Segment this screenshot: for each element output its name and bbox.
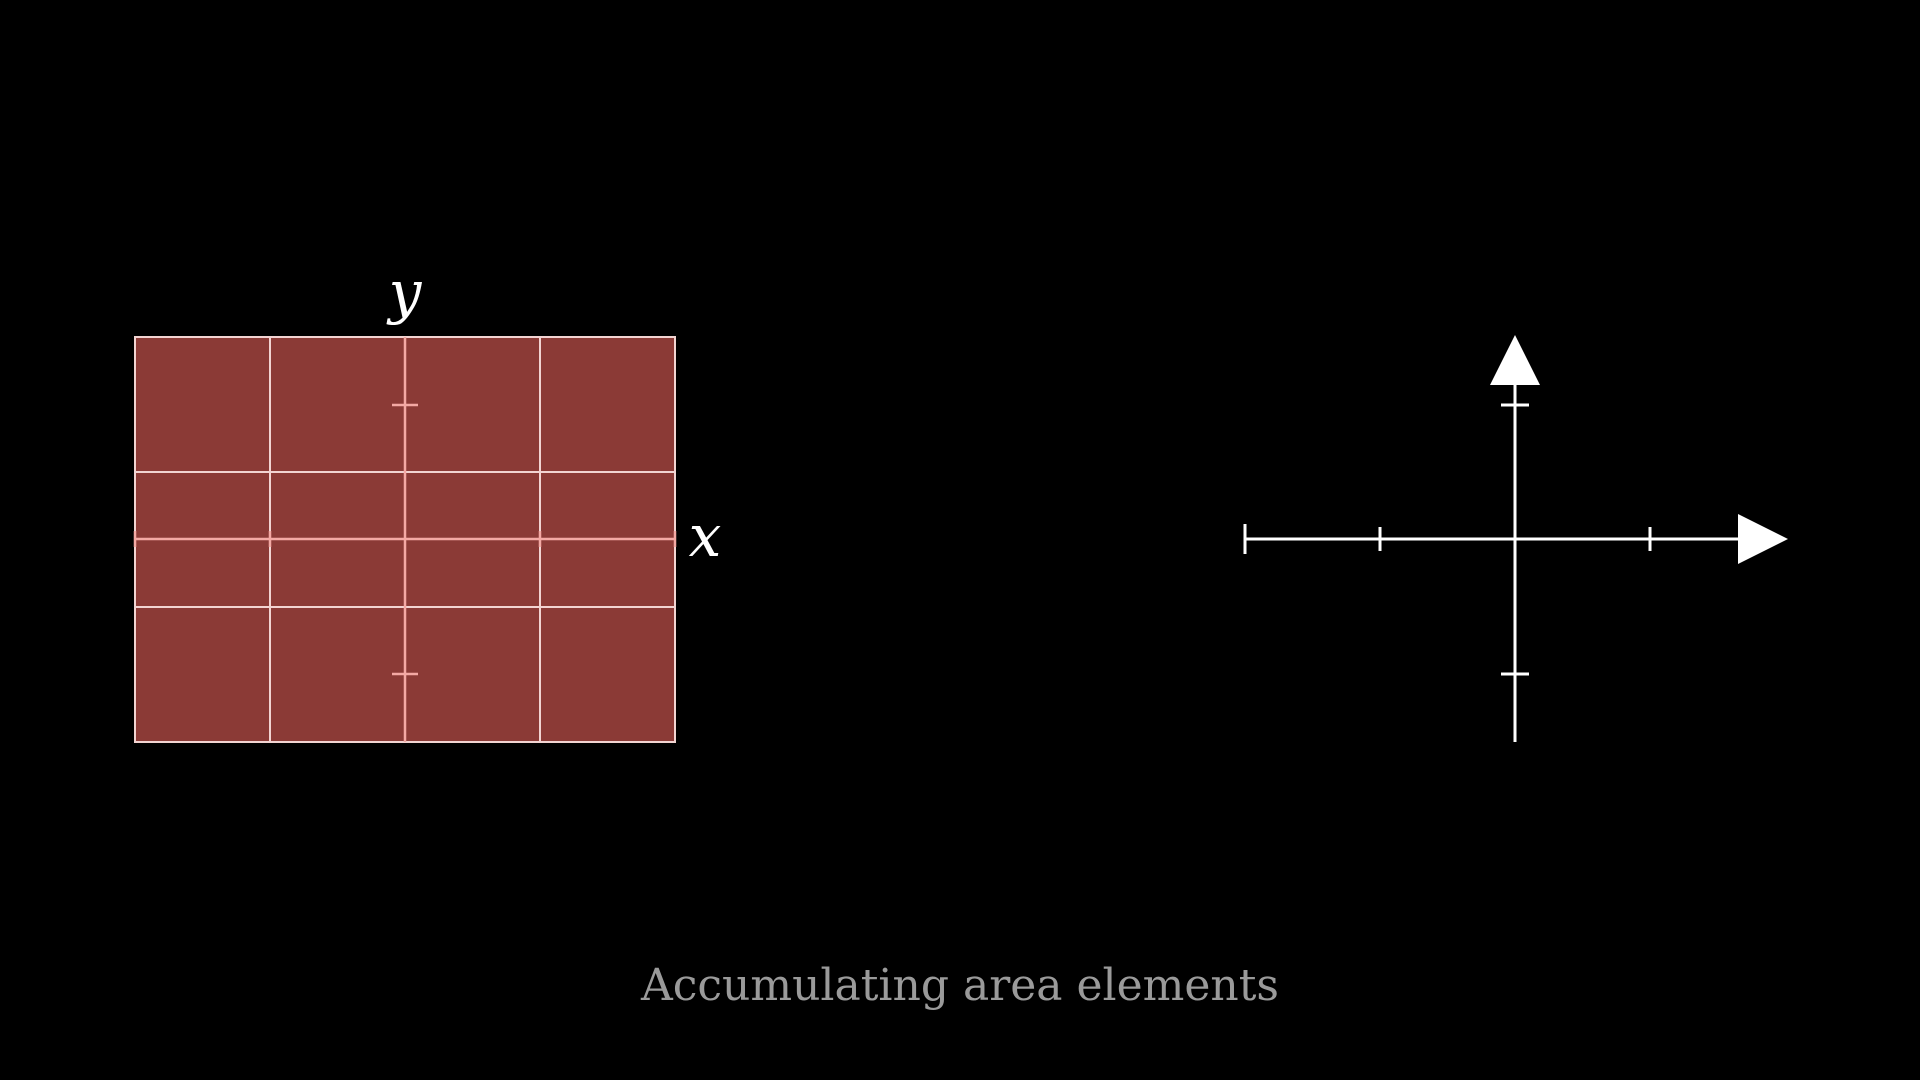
region-axes (133, 337, 677, 742)
y-axis-label: y (386, 258, 423, 326)
integration-region: y x (133, 258, 722, 743)
y-axis-arrowhead (1490, 335, 1540, 385)
x-axis-arrowhead (1738, 514, 1788, 564)
caption: Accumulating area elements (640, 960, 1279, 1011)
x-axis-label: x (689, 502, 722, 570)
coordinate-axes (1243, 335, 1788, 742)
